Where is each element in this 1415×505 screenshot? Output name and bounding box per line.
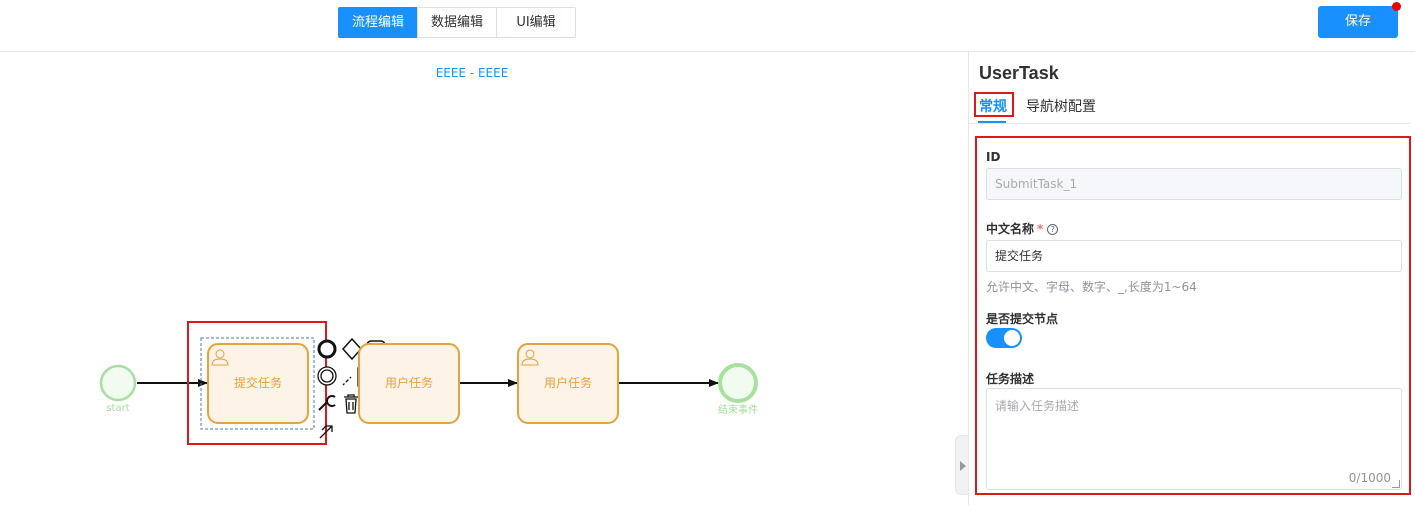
submit-task-label: 提交任务: [234, 375, 282, 390]
tab-ui-edit[interactable]: UI编辑: [496, 7, 576, 38]
desc-placeholder: 请输入任务描述: [995, 399, 1080, 413]
start-event-label: start: [106, 403, 129, 414]
change-type-icon[interactable]: [318, 395, 336, 411]
diagram-svg: start 提交任务: [99, 321, 758, 445]
connect-icon[interactable]: [319, 425, 333, 439]
user-task-icon: [211, 349, 229, 366]
tab-nav-tree-config[interactable]: 导航树配置: [1026, 99, 1096, 115]
help-icon[interactable]: ?: [1047, 224, 1059, 235]
editor-mode-tabs: 流程编辑 数据编辑 UI编辑: [338, 7, 576, 38]
name-label: 中文名称*?: [986, 220, 1059, 237]
name-field[interactable]: 提交任务: [986, 240, 1402, 272]
required-marker: *: [1037, 222, 1044, 236]
process-title: EEEE - EEEE: [435, 66, 509, 80]
panel-collapse-handle[interactable]: [955, 435, 968, 495]
append-gateway-icon[interactable]: [341, 337, 363, 361]
switch-knob: [1004, 330, 1020, 346]
start-event[interactable]: [99, 364, 137, 402]
properties-panel: UserTask 常规 导航树配置 ID SubmitTask_1 中文名称*?…: [968, 52, 1415, 505]
unsaved-badge: [1392, 2, 1401, 11]
append-intermediate-event-icon[interactable]: [317, 366, 337, 386]
user-task-icon: [521, 349, 539, 366]
end-event[interactable]: [718, 363, 758, 403]
desc-label: 任务描述: [986, 372, 1035, 386]
tab-general[interactable]: 常规: [979, 99, 1007, 115]
append-end-event-icon[interactable]: [317, 339, 337, 359]
highlight-box-tab: [974, 92, 1014, 117]
submit-task-node[interactable]: [207, 343, 309, 424]
chevron-right-icon: [960, 461, 966, 471]
bpmn-canvas[interactable]: EEEE - EEEE start 提交任务: [0, 52, 968, 505]
tabs-divider: [969, 123, 1410, 124]
user-task-2-label: 用户任务: [544, 375, 592, 390]
desc-textarea[interactable]: 请输入任务描述 0/1000: [986, 388, 1402, 490]
tab-process-edit[interactable]: 流程编辑: [338, 7, 418, 38]
name-hint: 允许中文、字母、数字、_,长度为1~64: [986, 280, 1197, 294]
user-task-1-label: 用户任务: [385, 375, 433, 390]
resize-handle[interactable]: [1392, 480, 1400, 488]
name-label-text: 中文名称: [986, 222, 1035, 236]
id-label: ID: [986, 150, 1001, 164]
tab-data-edit[interactable]: 数据编辑: [417, 7, 497, 38]
submit-node-label: 是否提交节点: [986, 312, 1059, 326]
highlight-box-form: [975, 136, 1411, 495]
submit-node-switch[interactable]: [986, 328, 1022, 348]
panel-title: UserTask: [979, 63, 1059, 83]
user-task-2-node[interactable]: [517, 343, 619, 424]
save-button[interactable]: 保存: [1318, 6, 1398, 38]
user-task-1-node[interactable]: [358, 343, 460, 424]
active-tab-indicator: [978, 121, 1006, 123]
end-event-label: 结束事件: [718, 403, 758, 416]
selection-outline: [200, 337, 315, 430]
delete-icon[interactable]: [344, 394, 358, 414]
top-toolbar: 流程编辑 数据编辑 UI编辑 保存: [0, 0, 1415, 52]
id-field: SubmitTask_1: [986, 168, 1402, 200]
desc-counter: 0/1000: [1348, 471, 1391, 485]
